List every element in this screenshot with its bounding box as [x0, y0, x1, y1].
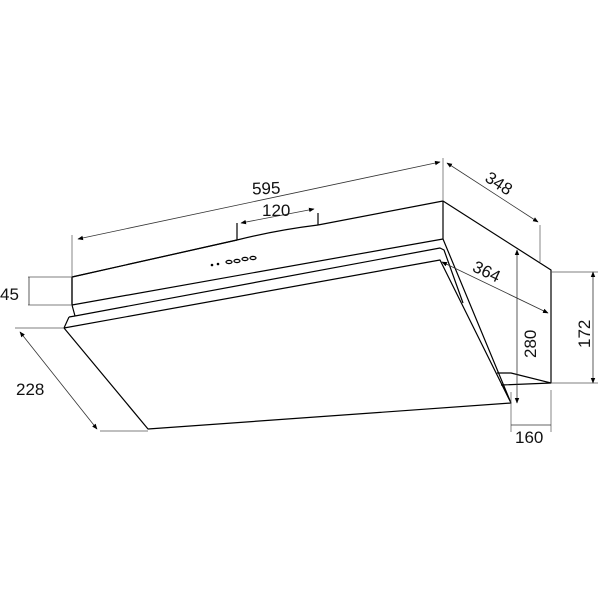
indicator-dot [216, 262, 220, 266]
label-228: 228 [16, 380, 44, 399]
corner-link [68, 304, 76, 318]
dim-228 [19, 331, 98, 430]
label-364: 364 [470, 257, 504, 286]
dimension-labels: 595 120 348 364 280 172 160 45 228 [0, 168, 594, 447]
control-button [241, 256, 249, 262]
control-button [225, 259, 233, 265]
control-button [249, 255, 257, 261]
dim-595 [77, 160, 441, 241]
indicator-dot [210, 263, 214, 267]
body-lower-edge [71, 201, 444, 306]
label-280: 280 [521, 330, 540, 358]
dimension-lines [19, 160, 596, 430]
control-button [233, 258, 241, 264]
label-45: 45 [0, 285, 19, 304]
glass-panel [63, 238, 512, 430]
extension-lines [15, 158, 598, 432]
control-panel [210, 255, 257, 267]
label-160: 160 [515, 428, 543, 447]
dim-364 [441, 261, 549, 314]
dim-120 [240, 207, 315, 225]
label-348: 348 [482, 168, 516, 199]
label-120: 120 [262, 201, 290, 220]
hood-outline [63, 200, 552, 430]
label-595: 595 [252, 179, 281, 199]
dim-348 [446, 162, 539, 223]
chimney-base [497, 372, 552, 386]
trim-line [74, 247, 464, 317]
label-172: 172 [575, 320, 594, 348]
top-face-edge [71, 239, 238, 305]
